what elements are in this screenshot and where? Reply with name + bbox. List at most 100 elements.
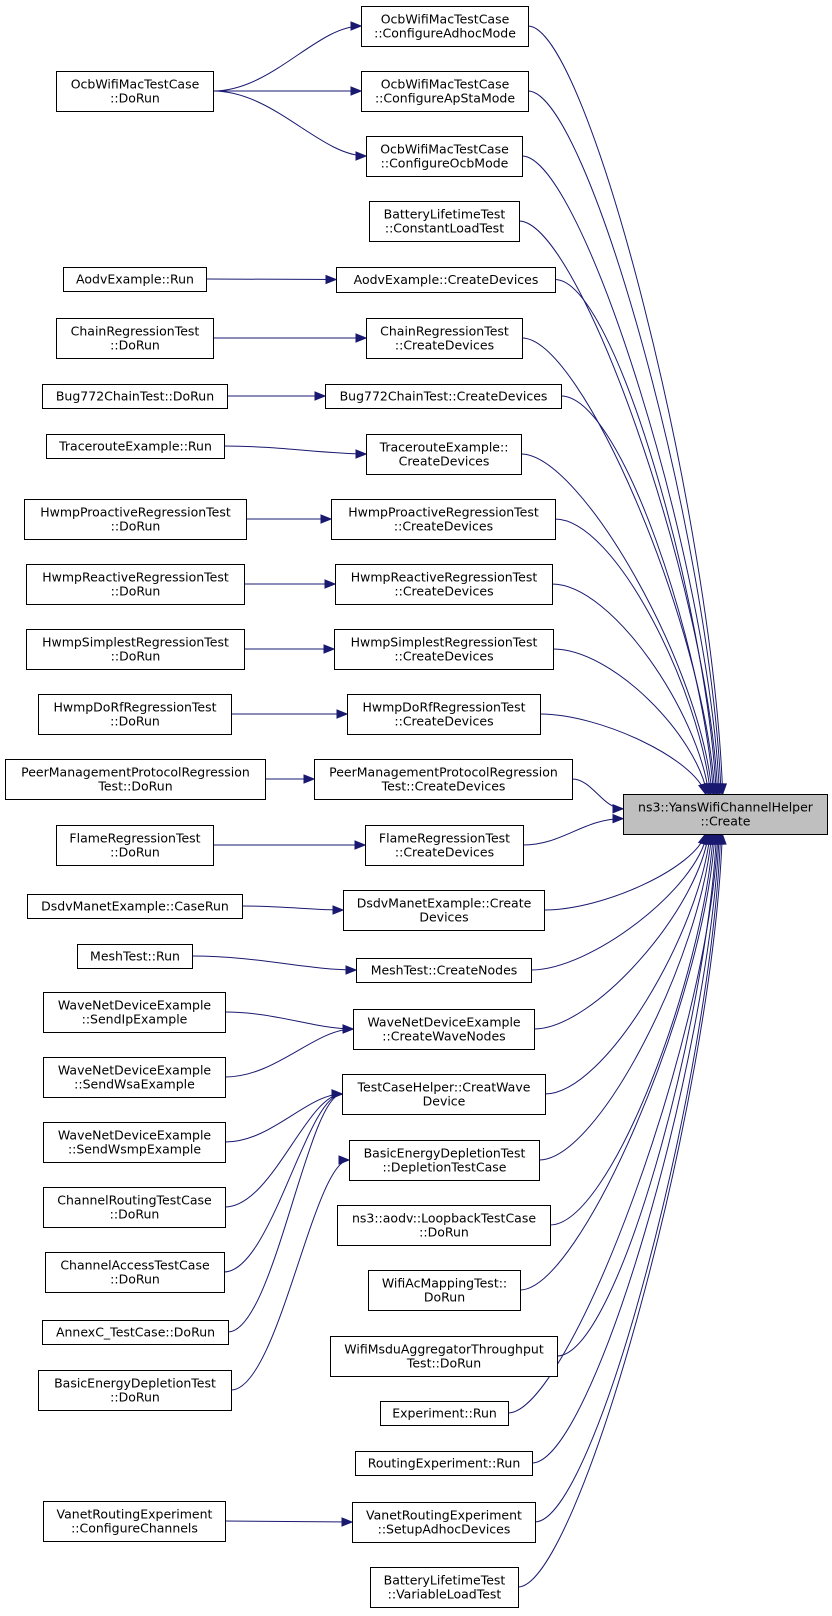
node-label-line: ::SendWsmpExample — [68, 1142, 201, 1157]
node-box — [369, 201, 520, 242]
node-label-line: MeshTest::CreateNodes — [371, 963, 518, 978]
node-label-line: ::Create — [701, 814, 751, 829]
node-c1[interactable]: OcbWifiMacTestCase::ConfigureAdhocMode — [361, 6, 529, 47]
node-box — [370, 1567, 519, 1608]
node-label-line: ::SetupAdhocDevices — [378, 1522, 511, 1537]
node-l10[interactable]: PeerManagementProtocolRegressionTest::Do… — [5, 759, 266, 800]
node-l3[interactable]: ChainRegressionTest::DoRun — [56, 318, 214, 359]
node-c5[interactable]: AodvExample::CreateDevices — [336, 267, 556, 293]
node-c23[interactable]: Experiment::Run — [380, 1401, 509, 1426]
node-l19[interactable]: AnnexC_TestCase::DoRun — [42, 1320, 229, 1345]
node-c13[interactable]: PeerManagementProtocolRegressionTest::Cr… — [314, 759, 573, 800]
node-label-line: ::DoRun — [111, 584, 161, 599]
edge-c14-to-root — [522, 818, 624, 846]
node-box — [46, 434, 225, 459]
node-label-line: BasicEnergyDepletionTest — [364, 1146, 526, 1161]
node-l12[interactable]: DsdvManetExample::CaseRun — [27, 894, 243, 919]
node-l15[interactable]: WaveNetDeviceExample::SendWsaExample — [43, 1057, 226, 1098]
node-c11[interactable]: HwmpSimplestRegressionTest::CreateDevice… — [334, 629, 554, 670]
node-label-line: VanetRoutingExperiment — [366, 1508, 522, 1523]
node-c19[interactable]: BasicEnergyDepletionTest::DepletionTestC… — [349, 1140, 540, 1181]
node-c16[interactable]: MeshTest::CreateNodes — [356, 958, 532, 983]
node-box — [334, 629, 554, 670]
node-l20[interactable]: BasicEnergyDepletionTest::DoRun — [38, 1370, 232, 1411]
node-l11[interactable]: FlameRegressionTest::DoRun — [56, 825, 214, 866]
node-l8[interactable]: HwmpSimplestRegressionTest::DoRun — [26, 629, 245, 670]
arrowhead-l20-c19 — [338, 1155, 351, 1165]
node-l6[interactable]: HwmpProactiveRegressionTest::DoRun — [24, 499, 247, 540]
edge-c6-to-root — [521, 337, 716, 795]
node-c17[interactable]: WaveNetDeviceExample::CreateWaveNodes — [353, 1009, 535, 1050]
node-root[interactable]: ns3::YansWifiChannelHelper::Create — [623, 794, 828, 835]
node-l18[interactable]: ChannelAccessTestCase::DoRun — [45, 1252, 225, 1293]
node-label-line: BasicEnergyDepletionTest — [54, 1376, 216, 1391]
node-l16[interactable]: WaveNetDeviceExample::SendWsmpExample — [43, 1122, 226, 1163]
node-l14[interactable]: WaveNetDeviceExample::SendIpExample — [43, 992, 226, 1033]
node-c24[interactable]: RoutingExperiment::Run — [355, 1451, 533, 1476]
node-c9[interactable]: HwmpProactiveRegressionTest::CreateDevic… — [331, 499, 556, 540]
node-label-line: ::CreateDevices — [394, 519, 493, 534]
arrowhead-l10-c13 — [303, 774, 316, 784]
node-l21[interactable]: VanetRoutingExperiment::ConfigureChannel… — [43, 1501, 226, 1542]
node-l17[interactable]: ChannelRoutingTestCase::DoRun — [43, 1187, 226, 1228]
node-box — [366, 318, 523, 359]
node-box — [56, 825, 214, 866]
arrowhead-l2-c5 — [325, 274, 338, 285]
node-box — [43, 1122, 226, 1163]
node-label-line: ::CreateDevices — [395, 845, 494, 860]
node-c10[interactable]: HwmpReactiveRegressionTest::CreateDevice… — [335, 564, 553, 605]
node-box — [380, 1401, 509, 1426]
edge-c19-to-root — [538, 833, 713, 1161]
node-box — [77, 944, 193, 969]
node-box — [42, 384, 228, 409]
node-c21[interactable]: WifiAcMappingTest::DoRun — [368, 1270, 521, 1311]
node-c7[interactable]: Bug772ChainTest::CreateDevices — [325, 384, 562, 409]
node-l13[interactable]: MeshTest::Run — [77, 944, 193, 969]
node-c8[interactable]: TracerouteExample::CreateDevices — [366, 434, 522, 475]
node-label-line: HwmpReactiveRegressionTest — [42, 570, 229, 585]
node-c2[interactable]: OcbWifiMacTestCase::ConfigureApStaMode — [361, 71, 529, 112]
node-label-line: HwmpProactiveRegressionTest — [40, 505, 231, 520]
node-l4[interactable]: Bug772ChainTest::DoRun — [42, 384, 228, 409]
node-c15[interactable]: DsdvManetExample::CreateDevices — [343, 890, 545, 931]
node-l1[interactable]: OcbWifiMacTestCase::DoRun — [56, 71, 214, 112]
node-l2[interactable]: AodvExample::Run — [63, 267, 207, 292]
node-c4[interactable]: BatteryLifetimeTest::ConstantLoadTest — [369, 201, 520, 242]
edge-l21-to-c25 — [224, 1520, 353, 1523]
nodes-layer: ns3::YansWifiChannelHelper::Create OcbWif… — [5, 6, 828, 1608]
node-c6[interactable]: ChainRegressionTest::CreateDevices — [366, 318, 523, 359]
node-box — [347, 694, 541, 735]
arrowhead-c14-root — [612, 813, 625, 824]
node-c3[interactable]: OcbWifiMacTestCase::ConfigureOcbMode — [366, 136, 523, 177]
arrowhead-c12-root — [698, 782, 708, 796]
node-label-line: ::CreateDevices — [394, 584, 493, 599]
node-box — [5, 759, 266, 800]
edge-c25-to-root — [534, 833, 722, 1523]
edge-l14-to-c17 — [224, 1011, 354, 1030]
node-c12[interactable]: HwmpDoRfRegressionTest::CreateDevices — [347, 694, 541, 735]
node-c25[interactable]: VanetRoutingExperiment::SetupAdhocDevice… — [352, 1502, 536, 1543]
node-label-line: FlameRegressionTest — [379, 831, 510, 846]
node-c14[interactable]: FlameRegressionTest::CreateDevices — [365, 825, 524, 866]
node-box — [361, 6, 529, 47]
node-c26[interactable]: BatteryLifetimeTest::VariableLoadTest — [370, 1567, 519, 1608]
node-l5[interactable]: TracerouteExample::Run — [46, 434, 225, 459]
node-c20[interactable]: ns3::aodv::LoopbackTestCase::DoRun — [337, 1205, 551, 1246]
arrowhead-l21-c25 — [341, 1517, 354, 1527]
node-label-line: WaveNetDeviceExample — [367, 1015, 521, 1030]
node-label-line: ::ConfigureAdhocMode — [374, 26, 516, 41]
arrowhead-l13-c16 — [345, 965, 358, 975]
edge-c16-to-root — [530, 833, 708, 971]
node-l7[interactable]: HwmpReactiveRegressionTest::DoRun — [26, 564, 245, 605]
node-label-line: VanetRoutingExperiment — [57, 1507, 213, 1522]
node-label-line: OcbWifiMacTestCase — [381, 77, 510, 92]
node-label-line: ns3::aodv::LoopbackTestCase — [352, 1211, 536, 1226]
node-l9[interactable]: HwmpDoRfRegressionTest::DoRun — [38, 694, 232, 735]
node-label-line: PeerManagementProtocolRegression — [21, 765, 250, 780]
node-label-line: ::CreateDevices — [394, 714, 493, 729]
node-label-line: OcbWifiMacTestCase — [381, 12, 510, 27]
node-label-line: ::DepletionTestCase — [383, 1160, 507, 1175]
node-box — [43, 992, 226, 1033]
